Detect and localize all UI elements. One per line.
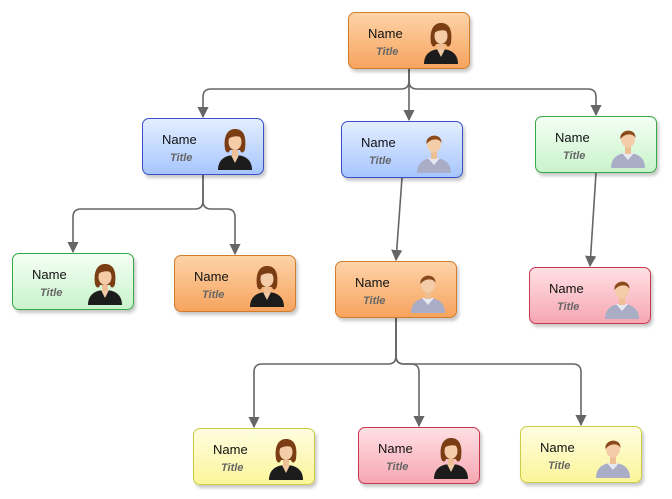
node-title: Title: [221, 462, 244, 474]
node-name: Name: [361, 135, 396, 150]
org-node-left-child-2[interactable]: Name Title: [174, 255, 296, 312]
node-name: Name: [355, 275, 390, 290]
node-name: Name: [555, 130, 590, 145]
node-title: Title: [202, 289, 225, 301]
org-node-right-child[interactable]: Name Title: [529, 267, 651, 324]
female-avatar-icon: [421, 20, 461, 64]
node-name: Name: [368, 26, 403, 41]
female-avatar-icon: [247, 263, 287, 307]
node-title: Title: [170, 152, 193, 164]
node-name: Name: [378, 441, 413, 456]
node-title: Title: [40, 287, 63, 299]
org-node-bottom-center[interactable]: Name Title: [358, 427, 480, 484]
node-name: Name: [549, 281, 584, 296]
female-avatar-icon: [215, 126, 255, 170]
female-avatar-icon: [431, 435, 471, 479]
org-node-root[interactable]: Name Title: [348, 12, 470, 69]
org-node-left-manager[interactable]: Name Title: [142, 118, 264, 175]
node-name: Name: [32, 267, 67, 282]
male-avatar-icon: [602, 275, 642, 319]
org-node-left-child-1[interactable]: Name Title: [12, 253, 134, 310]
node-title: Title: [386, 461, 409, 473]
node-name: Name: [194, 269, 229, 284]
node-title: Title: [557, 301, 580, 313]
node-title: Title: [369, 155, 392, 167]
male-avatar-icon: [608, 124, 648, 168]
org-node-center-child[interactable]: Name Title: [335, 261, 457, 318]
female-avatar-icon: [85, 261, 125, 305]
connector-arrow: [408, 69, 602, 117]
node-title: Title: [548, 460, 571, 472]
connector-arrow: [391, 177, 403, 262]
connector-arrow: [585, 172, 597, 268]
connector-arrow: [248, 318, 397, 429]
node-name: Name: [213, 442, 248, 457]
connector-arrow: [395, 318, 587, 427]
node-title: Title: [363, 295, 386, 307]
male-avatar-icon: [414, 129, 454, 173]
connector-arrow: [395, 318, 425, 428]
node-title: Title: [376, 46, 399, 58]
org-node-center-manager[interactable]: Name Title: [341, 121, 463, 178]
female-avatar-icon: [266, 436, 306, 480]
node-title: Title: [563, 150, 586, 162]
male-avatar-icon: [593, 434, 633, 478]
male-avatar-icon: [408, 269, 448, 313]
node-name: Name: [162, 132, 197, 147]
org-node-bottom-right[interactable]: Name Title: [520, 426, 642, 483]
org-node-right-manager[interactable]: Name Title: [535, 116, 657, 173]
node-name: Name: [540, 440, 575, 455]
connector-arrow: [67, 175, 204, 254]
org-node-bottom-left[interactable]: Name Title: [193, 428, 315, 485]
connector-arrow: [202, 175, 241, 256]
connector-arrow: [197, 69, 410, 119]
